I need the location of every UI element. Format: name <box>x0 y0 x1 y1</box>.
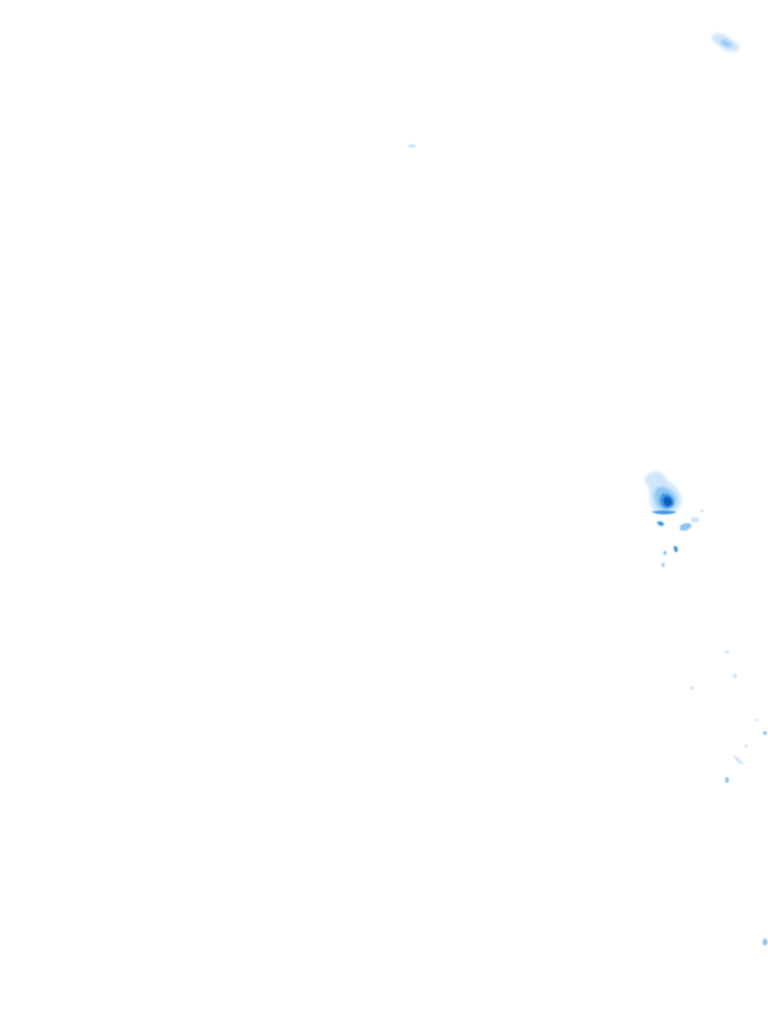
rain-cell-main <box>644 471 682 515</box>
rain-cell-top-right <box>711 33 740 53</box>
rain-fragments-mid-right <box>657 509 704 567</box>
rain-fragments-lower-right <box>690 650 768 946</box>
rain-speck-top <box>408 144 416 148</box>
